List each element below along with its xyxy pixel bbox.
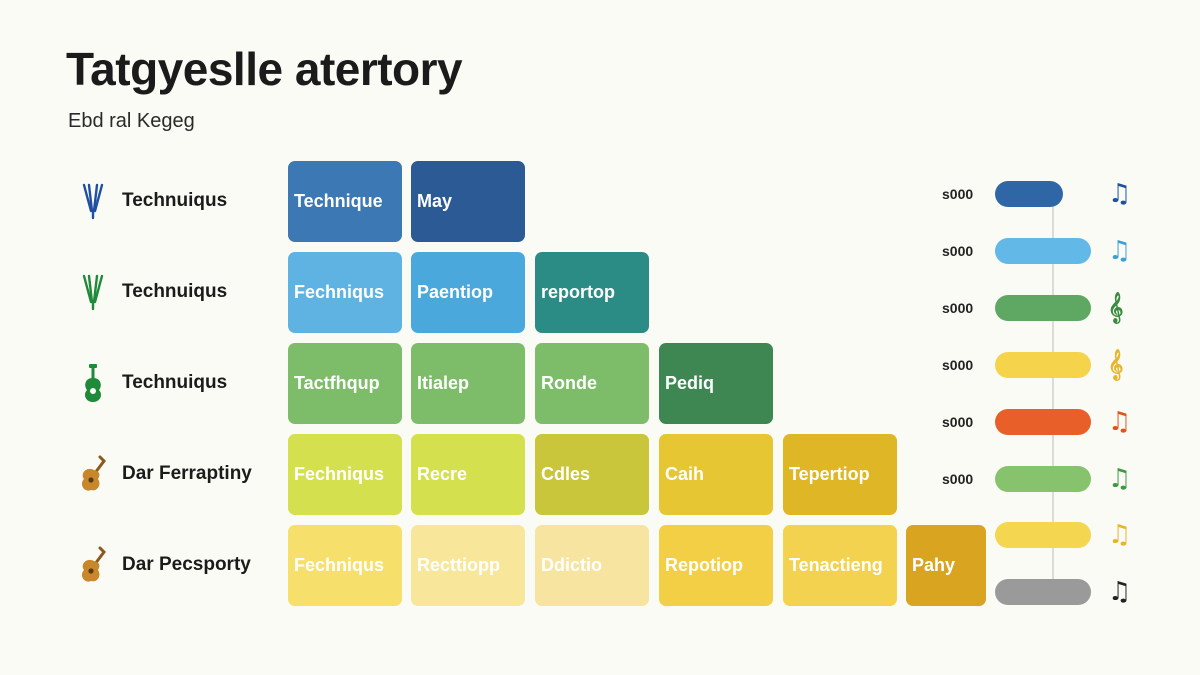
- tile-r5-c3: Ddictio: [535, 525, 649, 606]
- legend-value: s000: [942, 300, 974, 316]
- music-note-icon: ♫: [1108, 236, 1132, 266]
- row-label-5: Dar Pecsporty: [78, 545, 251, 585]
- legend-bar-4: [995, 352, 1091, 378]
- tile-r4-c3: Cdles: [535, 434, 649, 515]
- row-label-text: Technuiqus: [122, 372, 228, 393]
- tile-r3-c4: Pediq: [659, 343, 773, 424]
- tile-r2-c1: Fechniqus: [288, 252, 402, 333]
- tile-r4-c2: Recre: [411, 434, 525, 515]
- music-note-icon: ♫: [1108, 407, 1132, 437]
- legend-bar-2: [995, 238, 1091, 264]
- legend-bar-5: [995, 409, 1091, 435]
- tile-r3-c2: Itialep: [411, 343, 525, 424]
- legend-value: s000: [942, 186, 974, 202]
- tile-r5-c2: Recttiopp: [411, 525, 525, 606]
- music-note-icon: ♫: [1108, 464, 1132, 494]
- row-label-text: Dar Ferraptiny: [122, 463, 252, 484]
- tile-r5-c1: Fechniqus: [288, 525, 402, 606]
- acoustic-guitar-icon: [81, 546, 106, 582]
- legend-value: s000: [942, 243, 974, 259]
- tile-r5-c5: Tenactieng: [783, 525, 897, 606]
- tile-r3-c1: Tactfhqup: [288, 343, 402, 424]
- legend-value: s000: [942, 471, 974, 487]
- legend-value: s000: [942, 414, 974, 430]
- row-label-text: Dar Pecsporty: [122, 554, 251, 575]
- legend-bar-6: [995, 466, 1091, 492]
- legend-value: [942, 522, 986, 548]
- guitar-icon: [85, 364, 101, 402]
- treble-clef-icon: 𝄞: [1108, 350, 1124, 380]
- page-subtitle: Ebd ral Kegeg: [68, 110, 195, 132]
- legend-bar-7: [995, 522, 1091, 548]
- acoustic-guitar-icon: [81, 455, 106, 491]
- row-label-3: Technuiqus: [78, 363, 227, 403]
- tile-r2-c3: reportop: [535, 252, 649, 333]
- legend-bar-8: [995, 579, 1091, 605]
- tile-r3-c3: Ronde: [535, 343, 649, 424]
- fork-icon: [82, 183, 104, 220]
- tile-r4-c1: Fechniqus: [288, 434, 402, 515]
- row-label-1: Technuiqus: [78, 181, 227, 221]
- legend-bar-1: [995, 181, 1063, 207]
- legend-bar-3: [995, 295, 1091, 321]
- tile-r2-c2: Paentiop: [411, 252, 525, 333]
- legend-divider: [1052, 205, 1054, 605]
- tile-r1-c1: Technique: [288, 161, 402, 242]
- tile-r1-c2: May: [411, 161, 525, 242]
- row-label-text: Technuiqus: [122, 190, 228, 211]
- row-label-text: Technuiqus: [122, 281, 228, 302]
- fork-icon: [82, 274, 104, 311]
- page-title: Tatgyeslle atertory: [66, 43, 463, 95]
- music-note-icon: ♫: [1108, 577, 1132, 607]
- row-label-4: Dar Ferraptiny: [78, 454, 252, 494]
- row-label-2: Technuiqus: [78, 272, 227, 312]
- tile-r4-c5: Tepertiop: [783, 434, 897, 515]
- tile-r5-c6: Pahy: [906, 525, 986, 606]
- music-note-icon: ♫: [1108, 520, 1132, 550]
- tile-r4-c4: Caih: [659, 434, 773, 515]
- treble-clef-icon: 𝄞: [1108, 293, 1124, 323]
- legend-value: s000: [942, 357, 974, 373]
- music-note-icon: ♫: [1108, 179, 1132, 209]
- tile-r5-c4: Repotiop: [659, 525, 773, 606]
- legend-value: [942, 579, 986, 605]
